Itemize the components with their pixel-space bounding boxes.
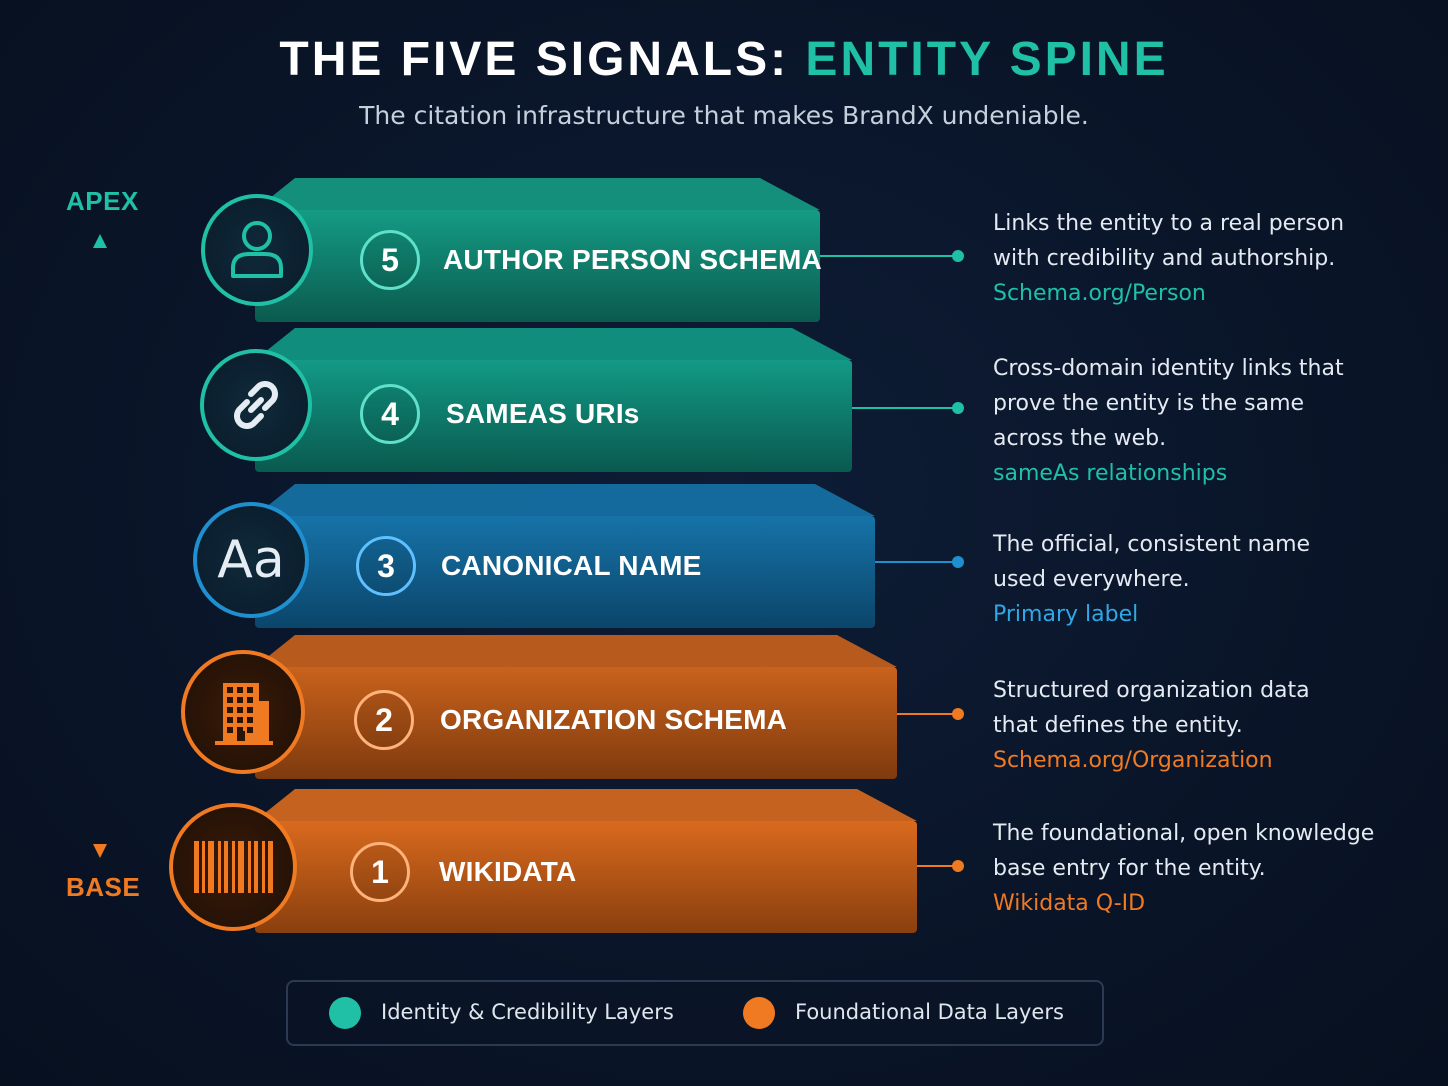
layer-4-top-face xyxy=(255,328,852,360)
axis-base-label: BASE xyxy=(66,872,141,902)
layer-2-connector-dot xyxy=(952,708,964,720)
legend-identity-label: Identity & Credibility Layers xyxy=(381,1000,674,1024)
layer-3-reference: Primary label xyxy=(993,602,1139,627)
layer-3-connector-dot xyxy=(952,556,964,568)
legend-foundational-swatch xyxy=(743,997,775,1029)
layer-2-reference: Schema.org/Organization xyxy=(993,748,1273,773)
layer-3-description: The official, consistent name used everyw… xyxy=(993,527,1413,632)
layer-5-icon-badge xyxy=(201,194,313,306)
layer-3-number: 3 xyxy=(356,536,416,596)
axis-arrow xyxy=(93,234,107,858)
layer-3-block xyxy=(255,516,875,628)
layer-2-description: Structured organization data that defines… xyxy=(993,673,1413,778)
layer-4-description: Cross-domain identity links that prove th… xyxy=(993,351,1413,491)
layer-2-top-face xyxy=(255,635,897,667)
layer-1-connector-dot xyxy=(952,860,964,872)
legend: Identity & Credibility Layers Foundation… xyxy=(286,980,1104,1046)
layer-5-number: 5 xyxy=(360,230,420,290)
layer-1-label: WIKIDATA xyxy=(439,856,577,887)
layer-5-label: AUTHOR PERSON SCHEMA xyxy=(443,244,822,275)
layer-3-icon-badge: Aa xyxy=(193,502,309,618)
arrow-up-icon xyxy=(93,234,107,248)
legend-foundational-label: Foundational Data Layers xyxy=(795,1000,1064,1024)
layer-5-top-face xyxy=(255,178,820,210)
layer-2-icon-badge xyxy=(181,650,305,774)
description-line: prove the entity is the same xyxy=(993,391,1305,416)
arrow-down-icon xyxy=(93,844,107,858)
layer-1-icon-badge xyxy=(169,803,297,931)
description-line: Links the entity to a real person xyxy=(993,211,1345,236)
title-main: THE FIVE SIGNALS: xyxy=(279,33,790,86)
layer-4-reference: sameAs relationships xyxy=(993,461,1228,486)
layer-1-reference: Wikidata Q-ID xyxy=(993,891,1146,916)
layer-4-icon-badge xyxy=(200,349,312,461)
title-accent: ENTITY SPINE xyxy=(805,33,1169,86)
layer-1-number: 1 xyxy=(350,842,410,902)
layer-2-label: ORGANIZATION SCHEMA xyxy=(440,704,788,735)
layer-2-number: 2 xyxy=(354,690,414,750)
layer-1-top-face xyxy=(255,789,917,821)
layer-2-block xyxy=(255,667,897,779)
barcode-icon xyxy=(192,839,274,895)
link-icon xyxy=(223,372,289,438)
layer-1-block xyxy=(255,821,917,933)
layer-5-description: Links the entity to a real person with cr… xyxy=(993,206,1413,311)
description-line: Structured organization data xyxy=(993,678,1310,703)
description-line: that defines the entity. xyxy=(993,713,1243,738)
layer-3-label: CANONICAL NAME xyxy=(441,550,702,581)
layer-4-number: 4 xyxy=(360,384,420,444)
description-line: The foundational, open knowledge xyxy=(993,821,1375,846)
description-line: Cross-domain identity links that xyxy=(993,356,1344,381)
layer-4-label: SAMEAS URIs xyxy=(446,398,640,429)
description-line: The official, consistent name xyxy=(993,532,1311,557)
axis-apex-label: APEX xyxy=(66,186,139,216)
description-line: used everywhere. xyxy=(993,567,1190,592)
description-line: across the web. xyxy=(993,426,1167,451)
typography-icon: Aa xyxy=(217,530,285,590)
layer-1-description: The foundational, open knowledge base ent… xyxy=(993,816,1413,921)
layer-3-top-face xyxy=(255,484,875,516)
page-subtitle: The citation infrastructure that makes B… xyxy=(359,101,1089,130)
legend-identity-swatch xyxy=(329,997,361,1029)
layer-5-reference: Schema.org/Person xyxy=(993,281,1206,306)
layer-4-connector-dot xyxy=(952,402,964,414)
page-title: THE FIVE SIGNALS: ENTITY SPINE xyxy=(0,32,1448,87)
building-icon xyxy=(211,677,275,747)
layer-5-connector-dot xyxy=(952,250,964,262)
description-line: with credibility and authorship. xyxy=(993,246,1336,271)
description-line: base entry for the entity. xyxy=(993,856,1266,881)
person-icon xyxy=(227,218,287,282)
